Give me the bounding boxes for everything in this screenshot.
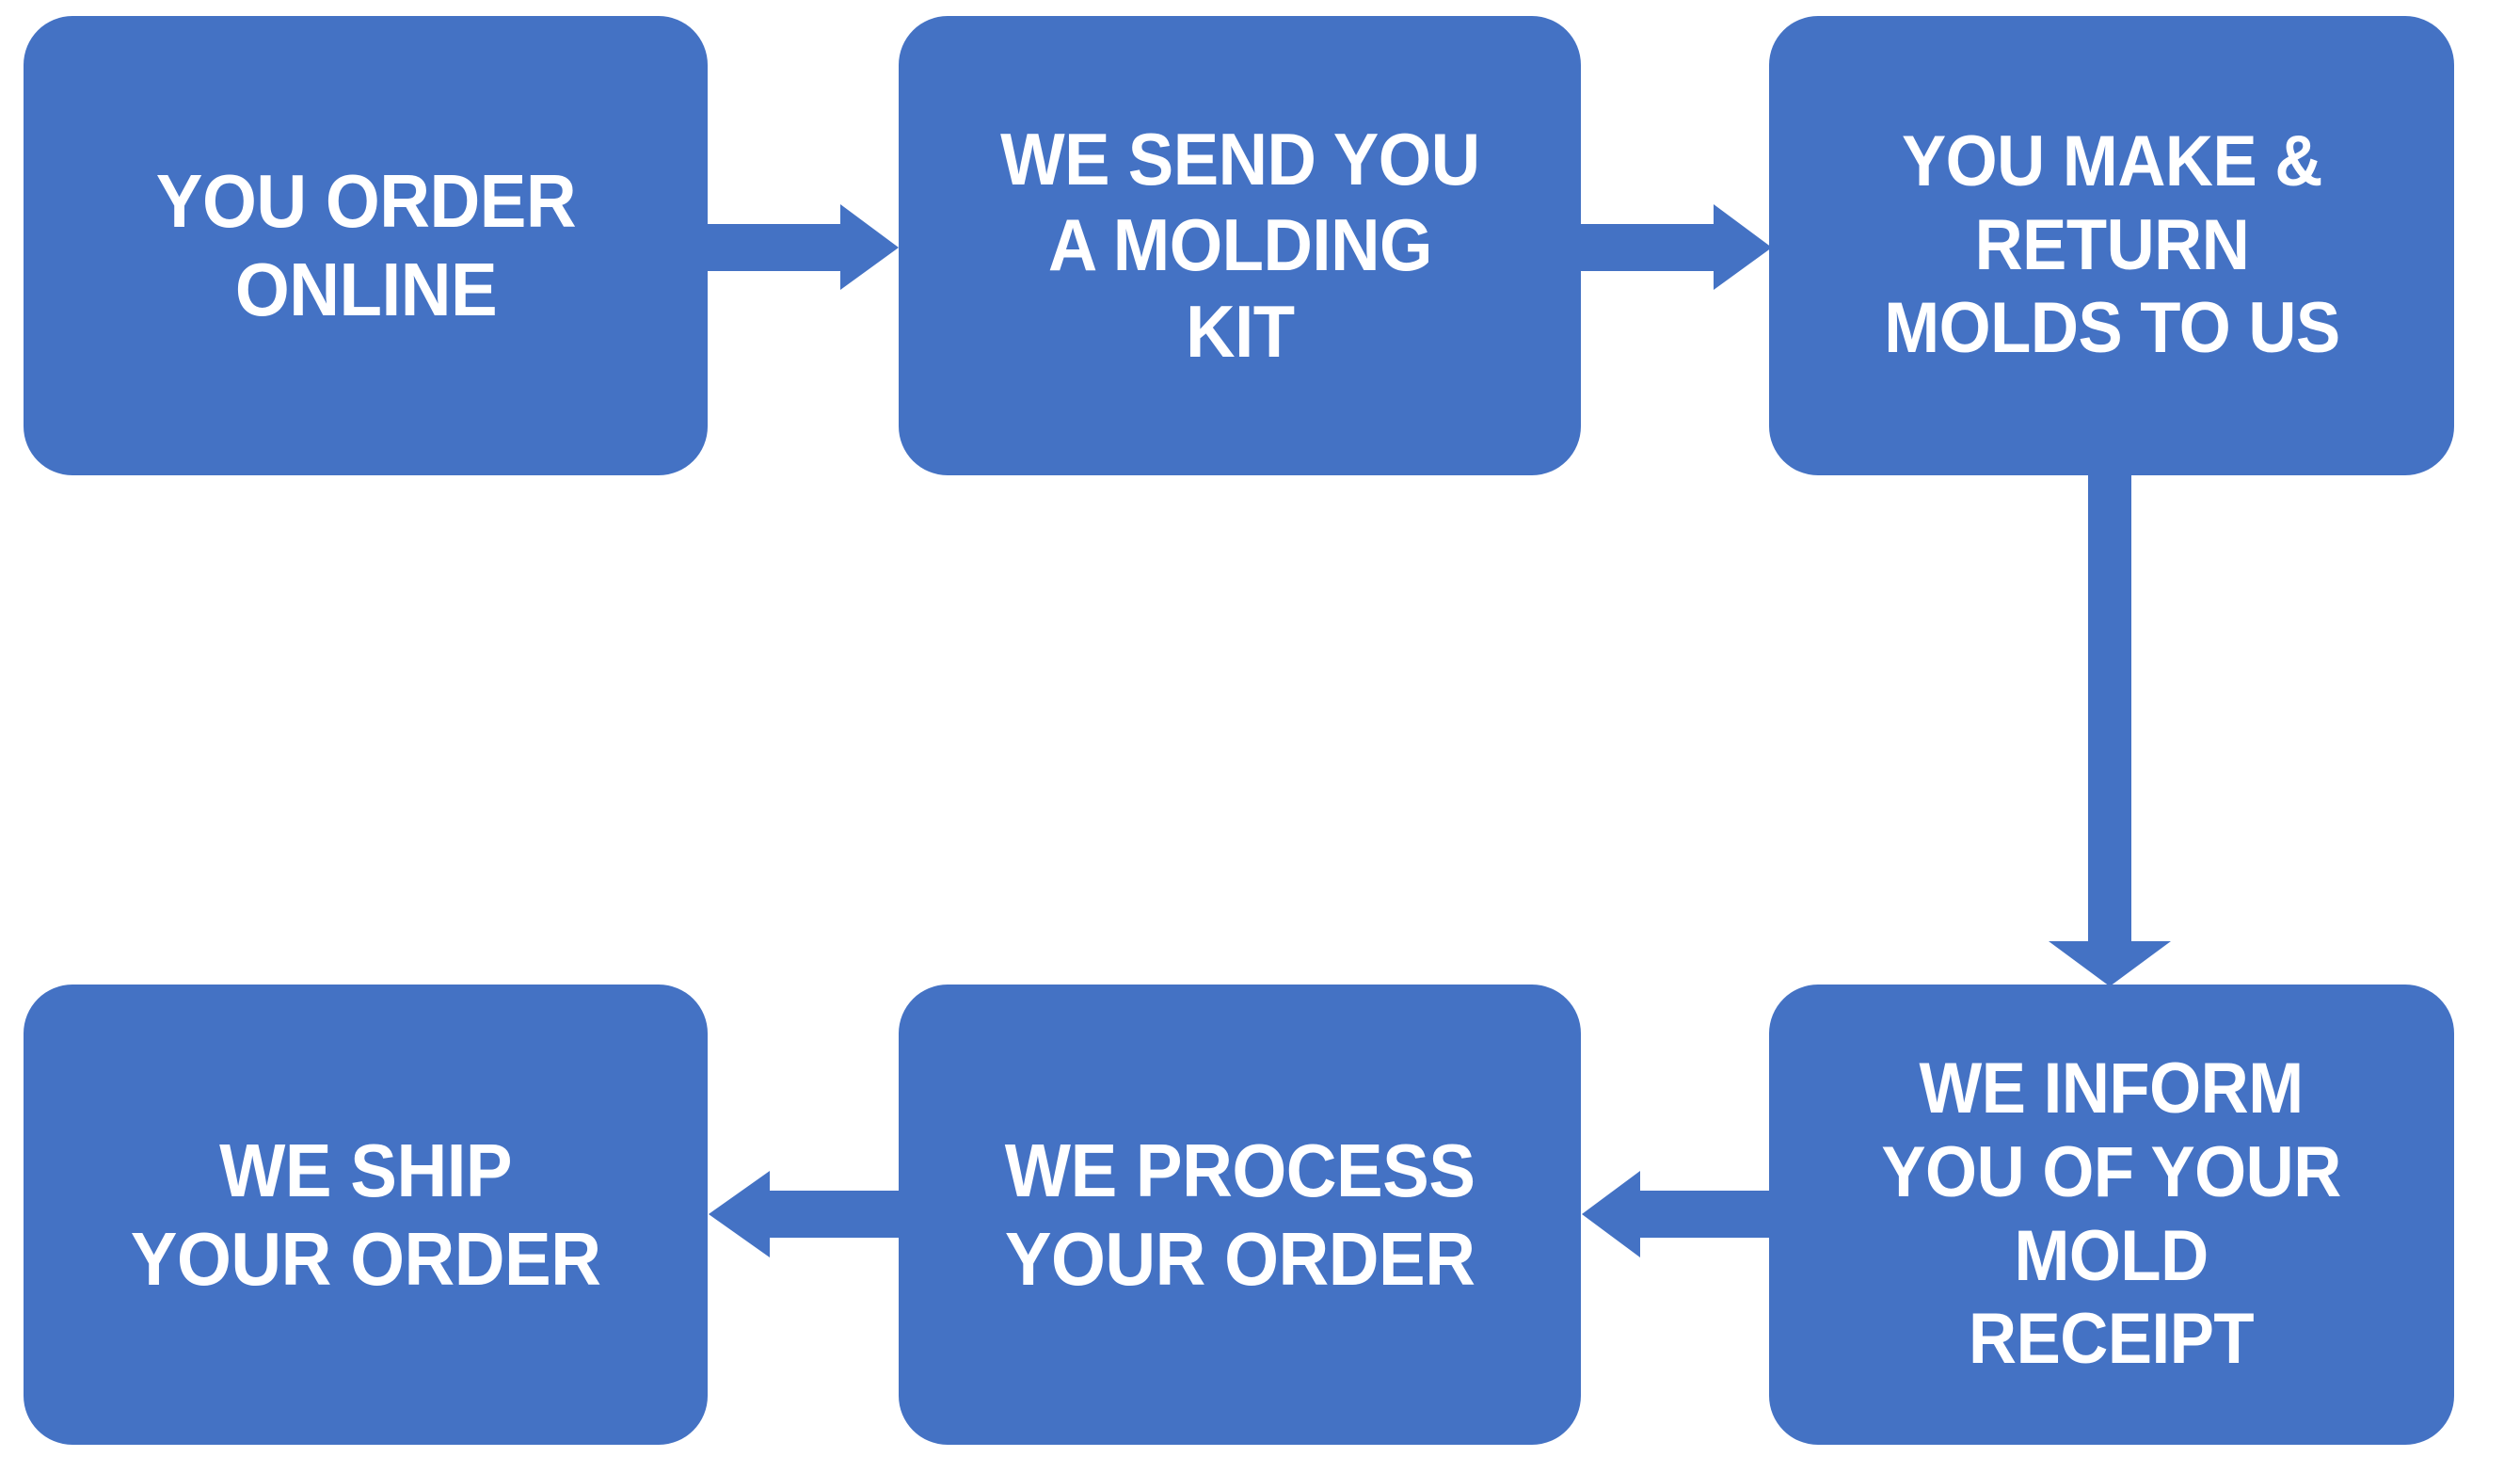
flow-node-label: WE SHIP YOUR ORDER	[130, 1128, 601, 1301]
flow-node-label: YOU MAKE & RETURN MOLDS TO US	[1883, 120, 2340, 369]
flow-node-inform-receipt[interactable]: WE INFORM YOU OF YOUR MOLD RECEIPT	[1769, 985, 2454, 1445]
arrow-molds-to-inform	[2049, 475, 2171, 986]
arrow-kit-to-molds	[1581, 204, 1772, 290]
flow-node-label: YOU ORDER ONLINE	[155, 159, 576, 331]
flow-node-label: WE INFORM YOU OF YOUR MOLD RECEIPT	[1881, 1048, 2342, 1380]
flow-node-make-return[interactable]: YOU MAKE & RETURN MOLDS TO US	[1769, 16, 2454, 475]
flow-node-label: WE SEND YOU A MOLDING KIT	[999, 118, 1480, 373]
flow-node-ship-order[interactable]: WE SHIP YOUR ORDER	[24, 985, 708, 1445]
flow-node-send-kit[interactable]: WE SEND YOU A MOLDING KIT	[899, 16, 1581, 475]
arrow-order-to-kit	[708, 204, 899, 290]
flow-node-order-online[interactable]: YOU ORDER ONLINE	[24, 16, 708, 475]
arrow-inform-to-process	[1582, 1171, 1769, 1257]
flow-node-label: WE PROCESS YOUR ORDER	[1004, 1128, 1475, 1301]
arrow-process-to-ship	[709, 1171, 899, 1257]
flow-node-process-order[interactable]: WE PROCESS YOUR ORDER	[899, 985, 1581, 1445]
